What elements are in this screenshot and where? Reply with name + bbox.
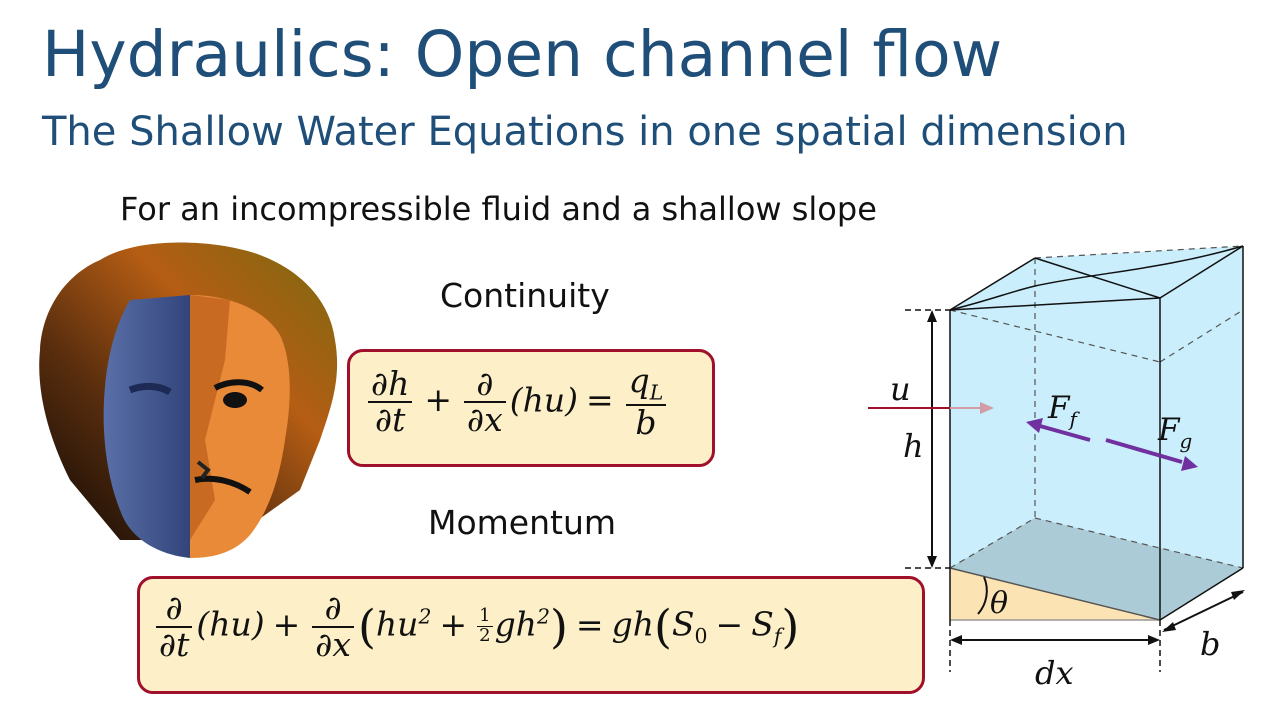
var-b: b (635, 403, 657, 443)
minus-sign: − (715, 604, 744, 644)
equals-sign: = (575, 604, 604, 644)
half-denominator: 2 (479, 625, 491, 647)
hidden-edge (949, 517, 1036, 569)
theta-arc (977, 576, 988, 615)
hidden-edge (1034, 517, 1244, 569)
superscript-2: 2 (536, 604, 550, 629)
continuity-label: Continuity (440, 276, 610, 315)
plus-sign: + (439, 604, 468, 644)
partial-symbol: ∂ (371, 363, 389, 403)
momentum-equation-box: ∂ ∂t (hu)+ ∂ ∂x (hu2+ 1 2 gh2)=gh(S0−Sf) (137, 576, 925, 694)
water-surface-edge (949, 245, 1244, 311)
var-q: q (628, 361, 650, 400)
hidden-edge (949, 309, 1161, 363)
var-h: h (388, 363, 410, 403)
slide-subtitle: The Shallow Water Equations in one spati… (42, 109, 1128, 155)
qL-b-fraction: qL b (625, 361, 667, 443)
b-dimension-line (1163, 591, 1244, 631)
arrowhead-icon (1026, 418, 1043, 433)
top-edge (949, 297, 1161, 311)
close-paren: ) (549, 599, 568, 654)
slide-title: Hydraulics: Open channel flow (42, 18, 1003, 91)
gravity-force-arrow (1105, 438, 1183, 464)
arrowhead-icon (927, 556, 937, 568)
continuity-equation-box: ∂h ∂t + ∂ ∂x (hu)= qL b (347, 349, 715, 467)
arrowhead-icon (1231, 590, 1245, 600)
d-dt-fraction: ∂ ∂t (156, 588, 193, 664)
d-dx-fraction: ∂ ∂x (312, 588, 354, 664)
channel-element-diagram: u h Ff Fg θ dx b (868, 245, 1245, 692)
portrait-illustration (39, 242, 338, 558)
arrowhead-icon (1181, 456, 1198, 471)
hidden-edge (1159, 309, 1244, 363)
top-edge (1034, 257, 1161, 299)
plus-sign: + (272, 604, 301, 644)
sub-0: 0 (694, 624, 708, 649)
momentum-equation: ∂ ∂t (hu)+ ∂ ∂x (hu2+ 1 2 gh2)=gh(S0−Sf) (152, 588, 800, 664)
hu-term: (hu) (196, 604, 265, 644)
partial-symbol: ∂ (476, 363, 494, 403)
arrowhead-icon (980, 402, 994, 414)
continuity-equation: ∂h ∂t + ∂ ∂x (hu)= qL b (364, 361, 670, 443)
top-edge (1159, 245, 1244, 299)
sub-L: L (649, 380, 664, 405)
var-x: x (332, 624, 351, 664)
hidden-edge (1034, 245, 1244, 259)
intro-text: For an incompressible fluid and a shallo… (120, 190, 877, 228)
superscript-2: 2 (418, 604, 432, 629)
equals-sign: = (585, 380, 614, 420)
gh-term: gh (611, 604, 654, 644)
u-label: u (890, 370, 911, 408)
arrowhead-icon (1148, 635, 1160, 645)
arrowhead-icon (1162, 622, 1176, 632)
bottom-right-edge (1159, 567, 1244, 621)
var-S: S (751, 604, 774, 644)
slope-line (949, 567, 1161, 621)
sub-f: f (773, 624, 782, 649)
theta-label: θ (990, 586, 1008, 621)
var-t: t (392, 400, 406, 440)
partial-symbol: ∂ (375, 400, 393, 440)
ff-symbol: F (1047, 390, 1071, 426)
arrowhead-icon (927, 310, 937, 322)
partial-symbol: ∂ (165, 588, 183, 627)
h-label: h (903, 427, 924, 465)
var-t: t (176, 624, 190, 664)
hu2-term: hu (375, 604, 419, 644)
partial-symbol: ∂ (324, 588, 342, 627)
partial-symbol: ∂ (159, 624, 177, 664)
dh-dt-fraction: ∂h ∂t (368, 363, 413, 440)
fg-subscript: g (1180, 429, 1193, 453)
fg-symbol: F (1157, 412, 1181, 448)
dx-label: dx (1035, 654, 1074, 692)
half-numerator: 1 (477, 605, 493, 628)
d-dx-fraction: ∂ ∂x (464, 363, 506, 440)
half-fraction: 1 2 (477, 605, 493, 647)
close-paren: ) (781, 599, 800, 654)
partial-symbol: ∂ (467, 400, 485, 440)
open-paren: ( (653, 599, 672, 654)
channel-bed (950, 518, 1243, 620)
plus-sign: + (424, 380, 452, 420)
top-edge (949, 257, 1036, 311)
friction-force-arrow (1039, 424, 1091, 442)
arrowhead-icon (950, 635, 962, 645)
gravity-force-label: Fg (1157, 412, 1192, 453)
hu-term: (hu) (509, 380, 578, 420)
momentum-label: Momentum (428, 503, 617, 542)
open-paren: ( (357, 599, 376, 654)
var-x: x (484, 400, 503, 440)
partial-symbol: ∂ (315, 624, 333, 664)
gh2-term: gh (494, 604, 537, 644)
var-S: S (671, 604, 695, 644)
b-label: b (1200, 625, 1220, 663)
